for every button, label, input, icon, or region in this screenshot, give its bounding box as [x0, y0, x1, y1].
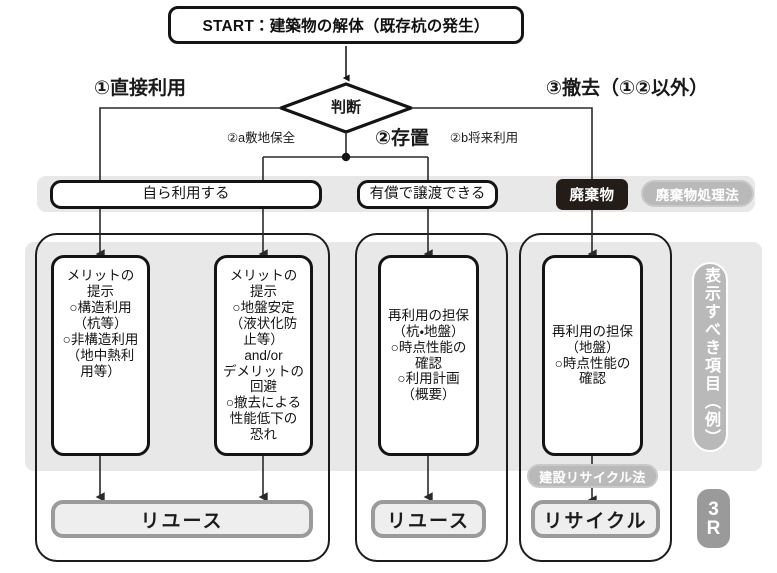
badge-3r-bottom: R: [706, 517, 721, 539]
route-box-paid-transfer[interactable]: 有償で譲渡できる: [357, 180, 498, 209]
detail-box-merit-ground[interactable]: メリットの 提示 ○地盤安定 （液状化防 止等） and/or デメリットの 回…: [214, 255, 313, 456]
decision-label: 判断: [330, 99, 361, 117]
detail-box-reuse-guarantee-pile-ground[interactable]: 再利用の担保 （杭・地盤） ○時点性能の 確認 ○利用計画 （概要）: [378, 255, 479, 456]
branch-sublabel-future-use: ②b将来利用: [449, 130, 519, 145]
badge-3r: 3 R: [697, 489, 730, 548]
route-chip-waste[interactable]: 廃棄物: [556, 179, 628, 210]
branch-label-storage: ②存置: [374, 127, 430, 149]
route-box-self-use[interactable]: 自ら利用する: [50, 180, 322, 209]
start-box: START：建築物の解体（既存杭の発生）: [168, 6, 524, 44]
branch-label-direct-use: ①直接利用: [93, 77, 187, 99]
result-recycle[interactable]: リサイクル: [531, 500, 660, 538]
result-reuse-1[interactable]: リユース: [51, 500, 313, 538]
detail-box-reuse-guarantee-ground[interactable]: 再利用の担保 （地盤） ○時点性能の 確認: [542, 255, 643, 456]
side-legend-vertical-label: 表示すべき項目（例）: [692, 262, 728, 452]
detail-box-merit-structural[interactable]: メリットの 提示 ○構造利用 （杭等） ○非構造利用 （地中熱利 用等）: [51, 255, 150, 456]
law-pill-construction-recycling: 建設リサイクル法: [527, 464, 658, 488]
group-storage: [355, 233, 508, 562]
group-removal: [519, 233, 672, 562]
branch-sublabel-site-preservation: ②a敷地保全: [226, 130, 296, 145]
branch-label-removal: ③撤去（①②以外）: [545, 77, 709, 99]
group-direct-use: [35, 233, 330, 562]
badge-3r-top: 3: [708, 498, 719, 520]
law-pill-waste-disposal: 廃棄物処理法: [641, 180, 754, 207]
result-reuse-2[interactable]: リユース: [371, 500, 486, 538]
